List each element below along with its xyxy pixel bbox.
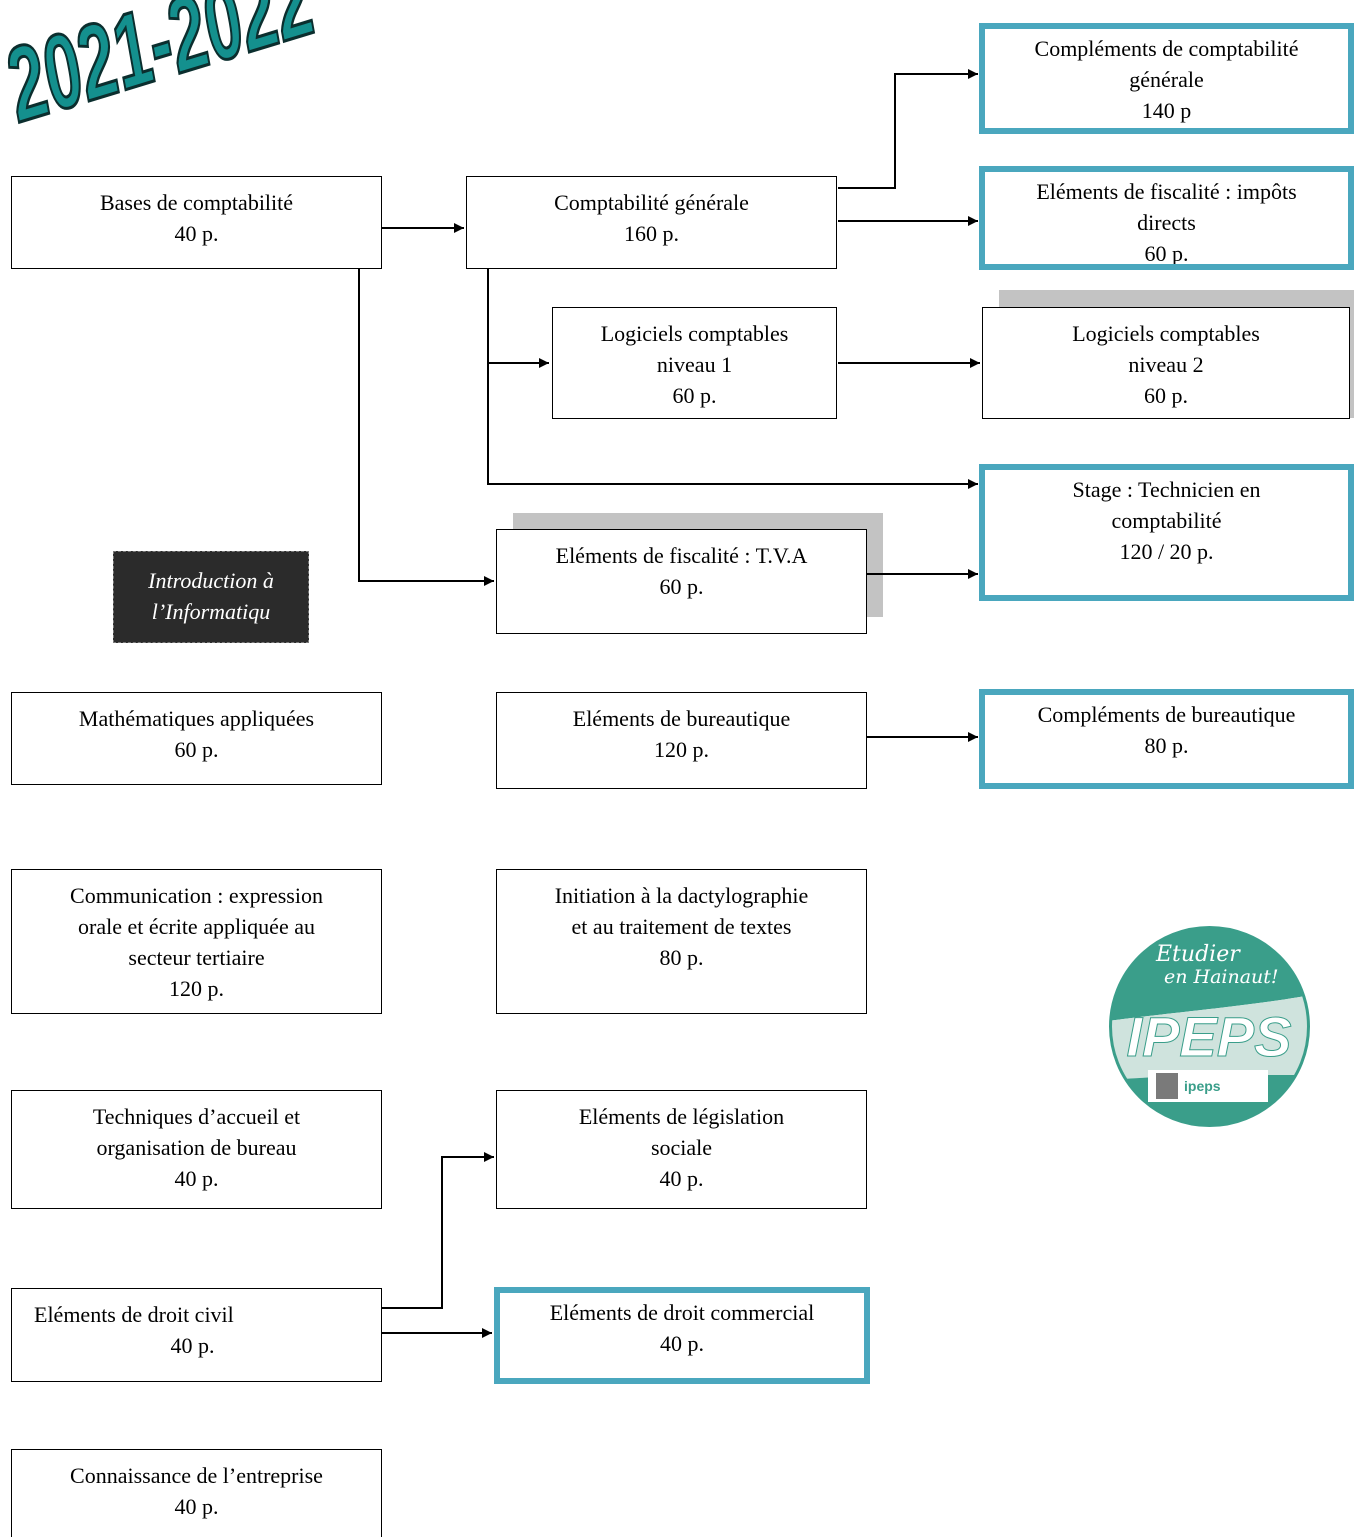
- course-periods: 160 p.: [624, 221, 679, 246]
- course-title: Eléments de droit commercial: [549, 1300, 815, 1325]
- course-legislation-sociale: Eléments de législation sociale 40 p.: [496, 1090, 867, 1209]
- arrow-generale-to-complements: [838, 69, 978, 189]
- course-title: Comptabilité générale: [554, 190, 749, 215]
- course-mathematiques: Mathématiques appliquées 60 p.: [11, 692, 382, 785]
- course-title: Compléments de bureautique: [1037, 702, 1296, 727]
- course-periods: 60 p.: [1144, 241, 1189, 266]
- note-line-1: Introduction à: [148, 568, 274, 593]
- course-logiciels-niveau-2: Logiciels comptables niveau 2 60 p.: [982, 307, 1350, 419]
- arrow-civil-to-legislation: [382, 1152, 494, 1309]
- course-complements-bureautique: Compléments de bureautique 80 p.: [979, 689, 1354, 789]
- course-periods: 80 p.: [659, 945, 704, 970]
- course-title: Eléments de droit civil: [34, 1302, 234, 1327]
- course-title: Eléments de législation: [578, 1104, 785, 1129]
- course-bureautique: Eléments de bureautique 120 p.: [496, 692, 867, 789]
- course-title: Techniques d’accueil et: [92, 1104, 301, 1129]
- arrow-generale-to-logiciels-1: [487, 269, 549, 368]
- course-title: Logiciels comptables: [600, 321, 789, 346]
- course-periods: 80 p.: [1144, 733, 1189, 758]
- course-comptabilite-generale: Comptabilité générale 160 p.: [466, 176, 837, 269]
- intro-informatique-note: Introduction à l’Informatiqu: [113, 551, 309, 643]
- course-logiciels-niveau-1: Logiciels comptables niveau 1 60 p.: [552, 307, 837, 419]
- course-title: Logiciels comptables: [1072, 321, 1260, 346]
- course-title: Eléments de bureautique: [572, 706, 791, 731]
- course-title: Eléments de fiscalité : T.V.A: [555, 543, 808, 568]
- course-bases-comptabilite: Bases de comptabilité 40 p.: [11, 176, 382, 269]
- course-periods: 40 p.: [660, 1331, 704, 1356]
- course-droit-civil: Eléments de droit civil 40 p.: [11, 1288, 382, 1382]
- course-periods: 120 p.: [654, 737, 709, 762]
- logo-mark-icon: [1156, 1073, 1178, 1099]
- course-complements-comptabilite: Compléments de comptabilité générale 140…: [979, 23, 1354, 134]
- course-periods: 60 p.: [672, 383, 717, 408]
- course-fiscalite-impots-directs: Eléments de fiscalité : impôts directs 6…: [979, 166, 1354, 270]
- course-title: Eléments de fiscalité : impôts: [1036, 179, 1297, 204]
- course-title-cont: niveau 1: [656, 352, 733, 377]
- course-title-cont: niveau 2: [1128, 352, 1204, 377]
- logo-script-2: en Hainaut!: [1164, 966, 1279, 988]
- course-periods: 140 p: [1141, 98, 1192, 123]
- course-stage-technicien: Stage : Technicien en comptabilité 120 /…: [979, 464, 1354, 601]
- course-fiscalite-tva: Eléments de fiscalité : T.V.A 60 p.: [496, 529, 867, 634]
- course-periods: 60 p.: [174, 737, 219, 762]
- course-periods: 120 p.: [169, 976, 224, 1001]
- course-title: Mathématiques appliquées: [78, 706, 315, 731]
- course-title-cont: générale: [1129, 67, 1204, 92]
- arrow-bases-to-tva: [358, 269, 494, 586]
- course-title: Connaissance de l’entreprise: [70, 1463, 323, 1488]
- course-periods: 60 p.: [659, 574, 704, 599]
- course-dactylographie: Initiation à la dactylographie et au tra…: [496, 869, 867, 1014]
- course-title: Initiation à la dactylographie: [554, 883, 809, 908]
- course-periods: 40 p.: [174, 1494, 219, 1519]
- course-droit-commercial: Eléments de droit commercial 40 p.: [494, 1287, 870, 1384]
- course-title: Compléments de comptabilité: [1034, 36, 1299, 61]
- logo-small-brand: ipeps: [1184, 1078, 1221, 1094]
- course-communication: Communication : expression orale et écri…: [11, 869, 382, 1014]
- course-title: Communication : expression: [70, 883, 323, 908]
- year-text: 2021-2022: [0, 0, 326, 144]
- logo-brand: IPEPS: [1127, 1005, 1292, 1068]
- course-connaissance-entreprise: Connaissance de l’entreprise 40 p.: [11, 1449, 382, 1537]
- course-title-cont: sociale: [650, 1135, 713, 1160]
- course-periods: 40 p.: [174, 221, 219, 246]
- course-periods: 40 p.: [170, 1333, 215, 1358]
- course-title: Stage : Technicien en: [1072, 477, 1261, 502]
- course-title-cont: directs: [1137, 210, 1196, 235]
- course-periods: 40 p.: [174, 1166, 219, 1191]
- logo-script-1: Etudier: [1155, 942, 1241, 967]
- course-title-cont: organisation de bureau: [96, 1135, 297, 1160]
- course-title-cont: orale et écrite appliquée au: [78, 914, 315, 939]
- course-title-cont: et au traitement de textes: [571, 914, 792, 939]
- course-periods: 40 p.: [659, 1166, 704, 1191]
- course-periods: 60 p.: [1144, 383, 1188, 408]
- course-periods: 120 / 20 p.: [1119, 539, 1214, 564]
- ipeps-logo: Etudier en Hainaut! IPEPS ipeps: [1109, 926, 1310, 1127]
- course-title-cont: comptabilité: [1111, 508, 1222, 533]
- course-title-cont: secteur tertiaire: [128, 945, 265, 970]
- note-line-2: l’Informatiqu: [151, 599, 271, 624]
- year-banner: 2021-2022: [0, 0, 327, 145]
- course-title: Bases de comptabilité: [99, 190, 294, 215]
- course-techniques-accueil: Techniques d’accueil et organisation de …: [11, 1090, 382, 1209]
